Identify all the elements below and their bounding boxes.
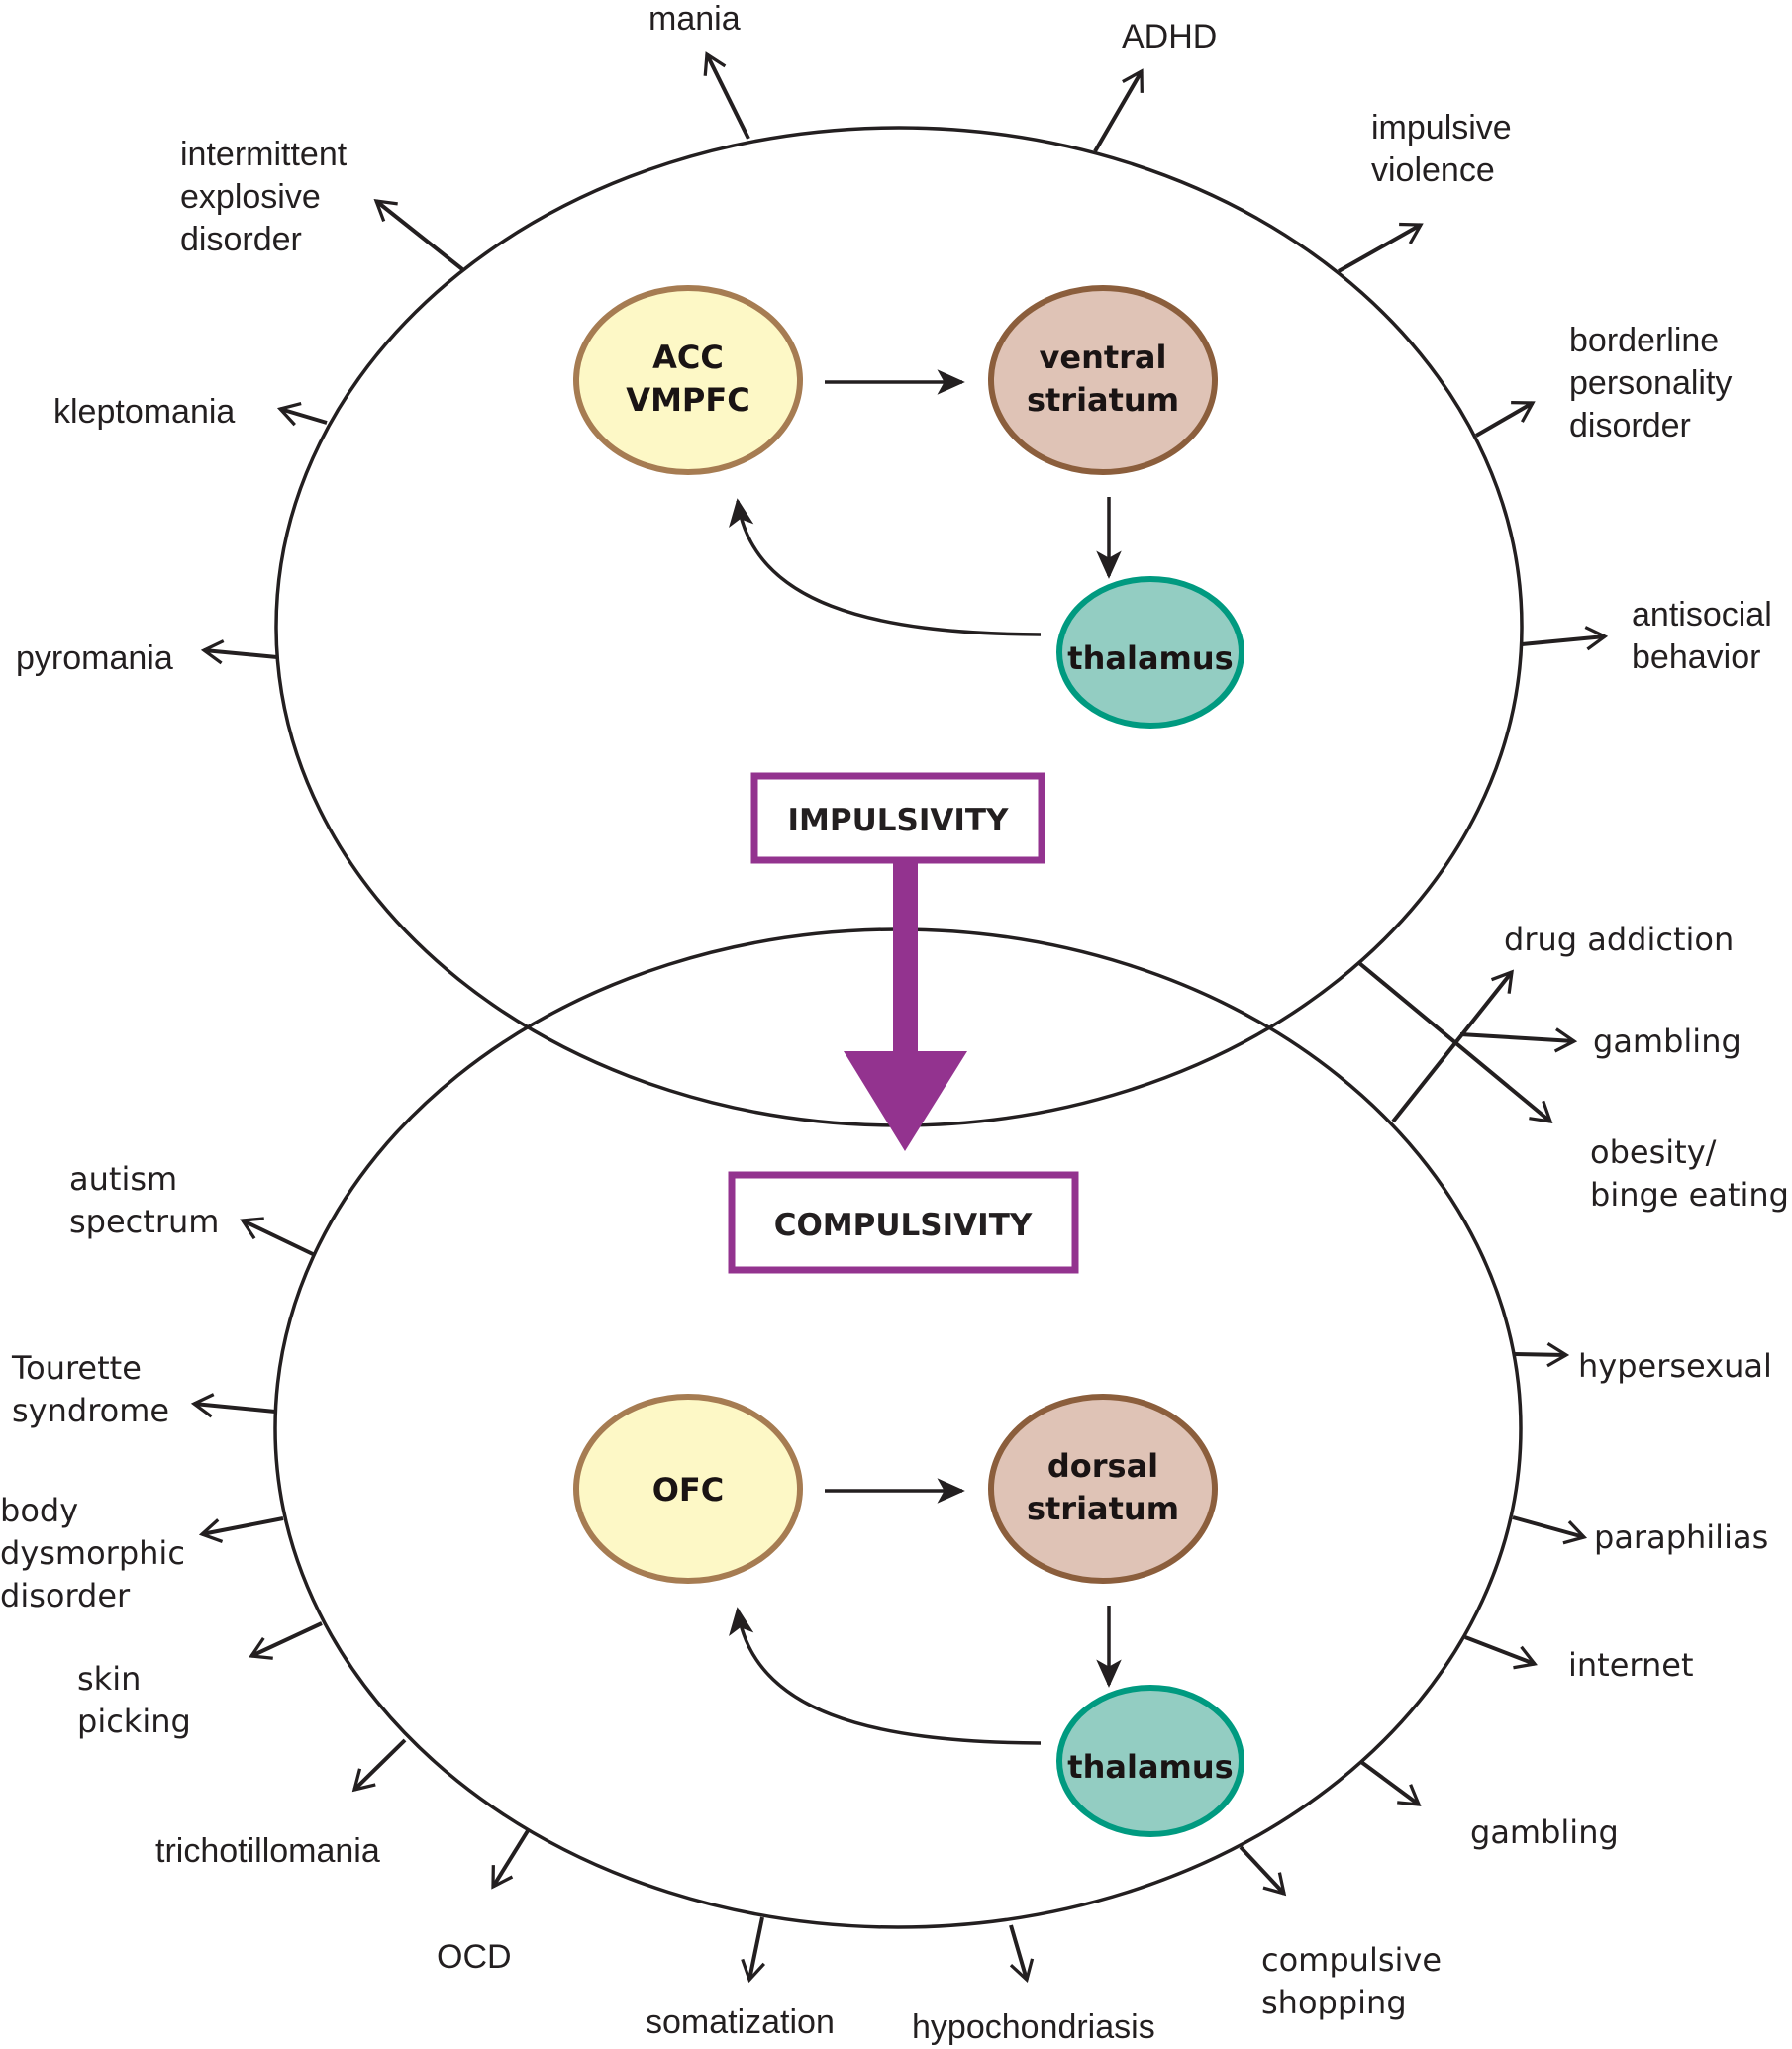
compulsivity-label: COMPULSIVITY (774, 1208, 1033, 1243)
arrow-hypochondriasis (1009, 1924, 1035, 1984)
label-tourette-2: syndrome (12, 1392, 169, 1429)
arrow-ocd (491, 1827, 531, 1890)
impulsivity-box-frame (750, 772, 1045, 864)
shared-outcome-arrows (1357, 961, 1578, 1124)
thalamus-to-ofc-arrow (729, 1607, 1042, 1745)
arrow-skin-picking (249, 1621, 323, 1660)
compulsivity-outcome-labels: autism spectrum Tourette syndrome body d… (0, 1160, 1772, 2046)
thalamus-node (1056, 576, 1244, 729)
arrow-trichotillomania (351, 1738, 407, 1793)
compulsivity-outcome-arrows (190, 1217, 1588, 1984)
impulsivity-outcome-labels: mania ADHD impulsive violence borderline… (16, 0, 1772, 677)
label-paraphilias: paraphilias (1594, 1518, 1768, 1556)
arrow-ied (373, 199, 464, 271)
label-borderline-2: personality (1569, 364, 1732, 402)
label-somatization: somatization (646, 2003, 835, 2041)
arrow-internet (1464, 1635, 1538, 1670)
label-autism-2: spectrum (69, 1203, 219, 1240)
label-obesity-1: obesity/ (1590, 1133, 1717, 1171)
ventral-label: ventral (1040, 339, 1167, 376)
label-skin-picking-2: picking (77, 1703, 191, 1740)
purple-arrow-head (844, 1051, 967, 1151)
label-tourette-1: Tourette (11, 1349, 142, 1387)
arrow-borderline (1474, 401, 1536, 438)
ofc-label: OFC (652, 1471, 725, 1509)
label-antisocial-2: behavior (1632, 638, 1760, 676)
arrow-adhd (1093, 68, 1144, 153)
label-hypochondriasis: hypochondriasis (912, 2008, 1155, 2046)
label-trichotillomania: trichotillomania (155, 1832, 380, 1870)
compulsivity-box: COMPULSIVITY (728, 1171, 1079, 1274)
label-compulsive-shopping-2: shopping (1261, 1984, 1407, 2021)
label-kleptomania: kleptomania (53, 393, 235, 431)
arrow-hypersexual (1514, 1342, 1570, 1368)
label-obesity-2: binge eating (1590, 1176, 1789, 1214)
arrow-gambling (1359, 1760, 1422, 1806)
label-ied-1: intermittent (180, 136, 348, 173)
impulsivity-label: IMPULSIVITY (787, 803, 1009, 838)
thalamus-to-acc-arrow (729, 498, 1042, 636)
label-internet: internet (1568, 1646, 1694, 1684)
impulsivity-circuit: ACC VMPFC ventral striatum thalamus (573, 285, 1244, 729)
compulsivity-circuit: OFC dorsal striatum thalamus (573, 1394, 1244, 1837)
label-bdd-3: disorder (0, 1577, 131, 1614)
thalamus-label: thalamus (1067, 639, 1233, 677)
label-impulsive-violence-2: violence (1371, 151, 1495, 189)
label-pyromania: pyromania (16, 639, 173, 677)
acc-vmpfc-node (573, 285, 803, 475)
striatum-label: striatum (1027, 381, 1179, 419)
thalamus-node (1056, 1685, 1244, 1837)
arrow-impulsive-violence (1338, 222, 1424, 273)
label-borderline-1: borderline (1569, 322, 1719, 359)
ventral-striatum-node (988, 285, 1218, 475)
arrow-tourette (190, 1393, 276, 1418)
label-ied-2: explosive (180, 178, 321, 216)
label-ied-3: disorder (180, 221, 302, 258)
arrow-mania (703, 51, 750, 140)
striatum-label: striatum (1027, 1490, 1179, 1527)
arrow-shared-gambling (1459, 1027, 1578, 1053)
compulsivity-box-frame (728, 1171, 1079, 1274)
arrow-somatization (741, 1916, 766, 1984)
label-gambling: gambling (1470, 1813, 1619, 1851)
vmpfc-label: VMPFC (626, 381, 749, 419)
label-skin-picking-1: skin (77, 1660, 141, 1698)
arrow-bdd (198, 1516, 284, 1543)
arrow-compulsive-shopping (1239, 1845, 1287, 1897)
label-bdd-1: body (0, 1492, 78, 1529)
label-bdd-2: dysmorphic (0, 1534, 185, 1572)
label-autism-1: autism (69, 1160, 177, 1198)
label-adhd: ADHD (1122, 18, 1217, 55)
purple-arrow-shaft (893, 861, 918, 1053)
arrow-kleptomania (276, 401, 328, 427)
shared-outcome-labels: drug addiction gambling obesity/ binge e… (1504, 921, 1789, 1214)
impulsivity-box: IMPULSIVITY (750, 772, 1045, 864)
arrow-autism (240, 1217, 316, 1257)
arrow-pyromania (200, 639, 278, 665)
label-impulsive-violence-1: impulsive (1371, 109, 1512, 146)
thalamus-label: thalamus (1067, 1748, 1233, 1786)
label-antisocial-1: antisocial (1632, 596, 1772, 634)
label-ocd: OCD (437, 1938, 512, 1976)
label-hypersexual: hypersexual (1578, 1347, 1772, 1385)
label-drug-addiction: drug addiction (1504, 921, 1734, 958)
ofc-node (573, 1394, 803, 1584)
label-shared-gambling: gambling (1593, 1023, 1742, 1060)
acc-label: ACC (652, 339, 724, 376)
arrow-drug-addiction (1391, 969, 1514, 1123)
transition-arrow (844, 861, 967, 1151)
dorsal-striatum-node (988, 1394, 1218, 1584)
label-compulsive-shopping-1: compulsive (1261, 1941, 1442, 1979)
arrow-paraphilias (1512, 1515, 1588, 1545)
impulsivity-outcome-arrows (200, 51, 1609, 665)
arrow-antisocial (1521, 626, 1609, 651)
label-borderline-3: disorder (1569, 407, 1691, 444)
dorsal-label: dorsal (1047, 1447, 1158, 1485)
label-mania: mania (648, 0, 741, 38)
